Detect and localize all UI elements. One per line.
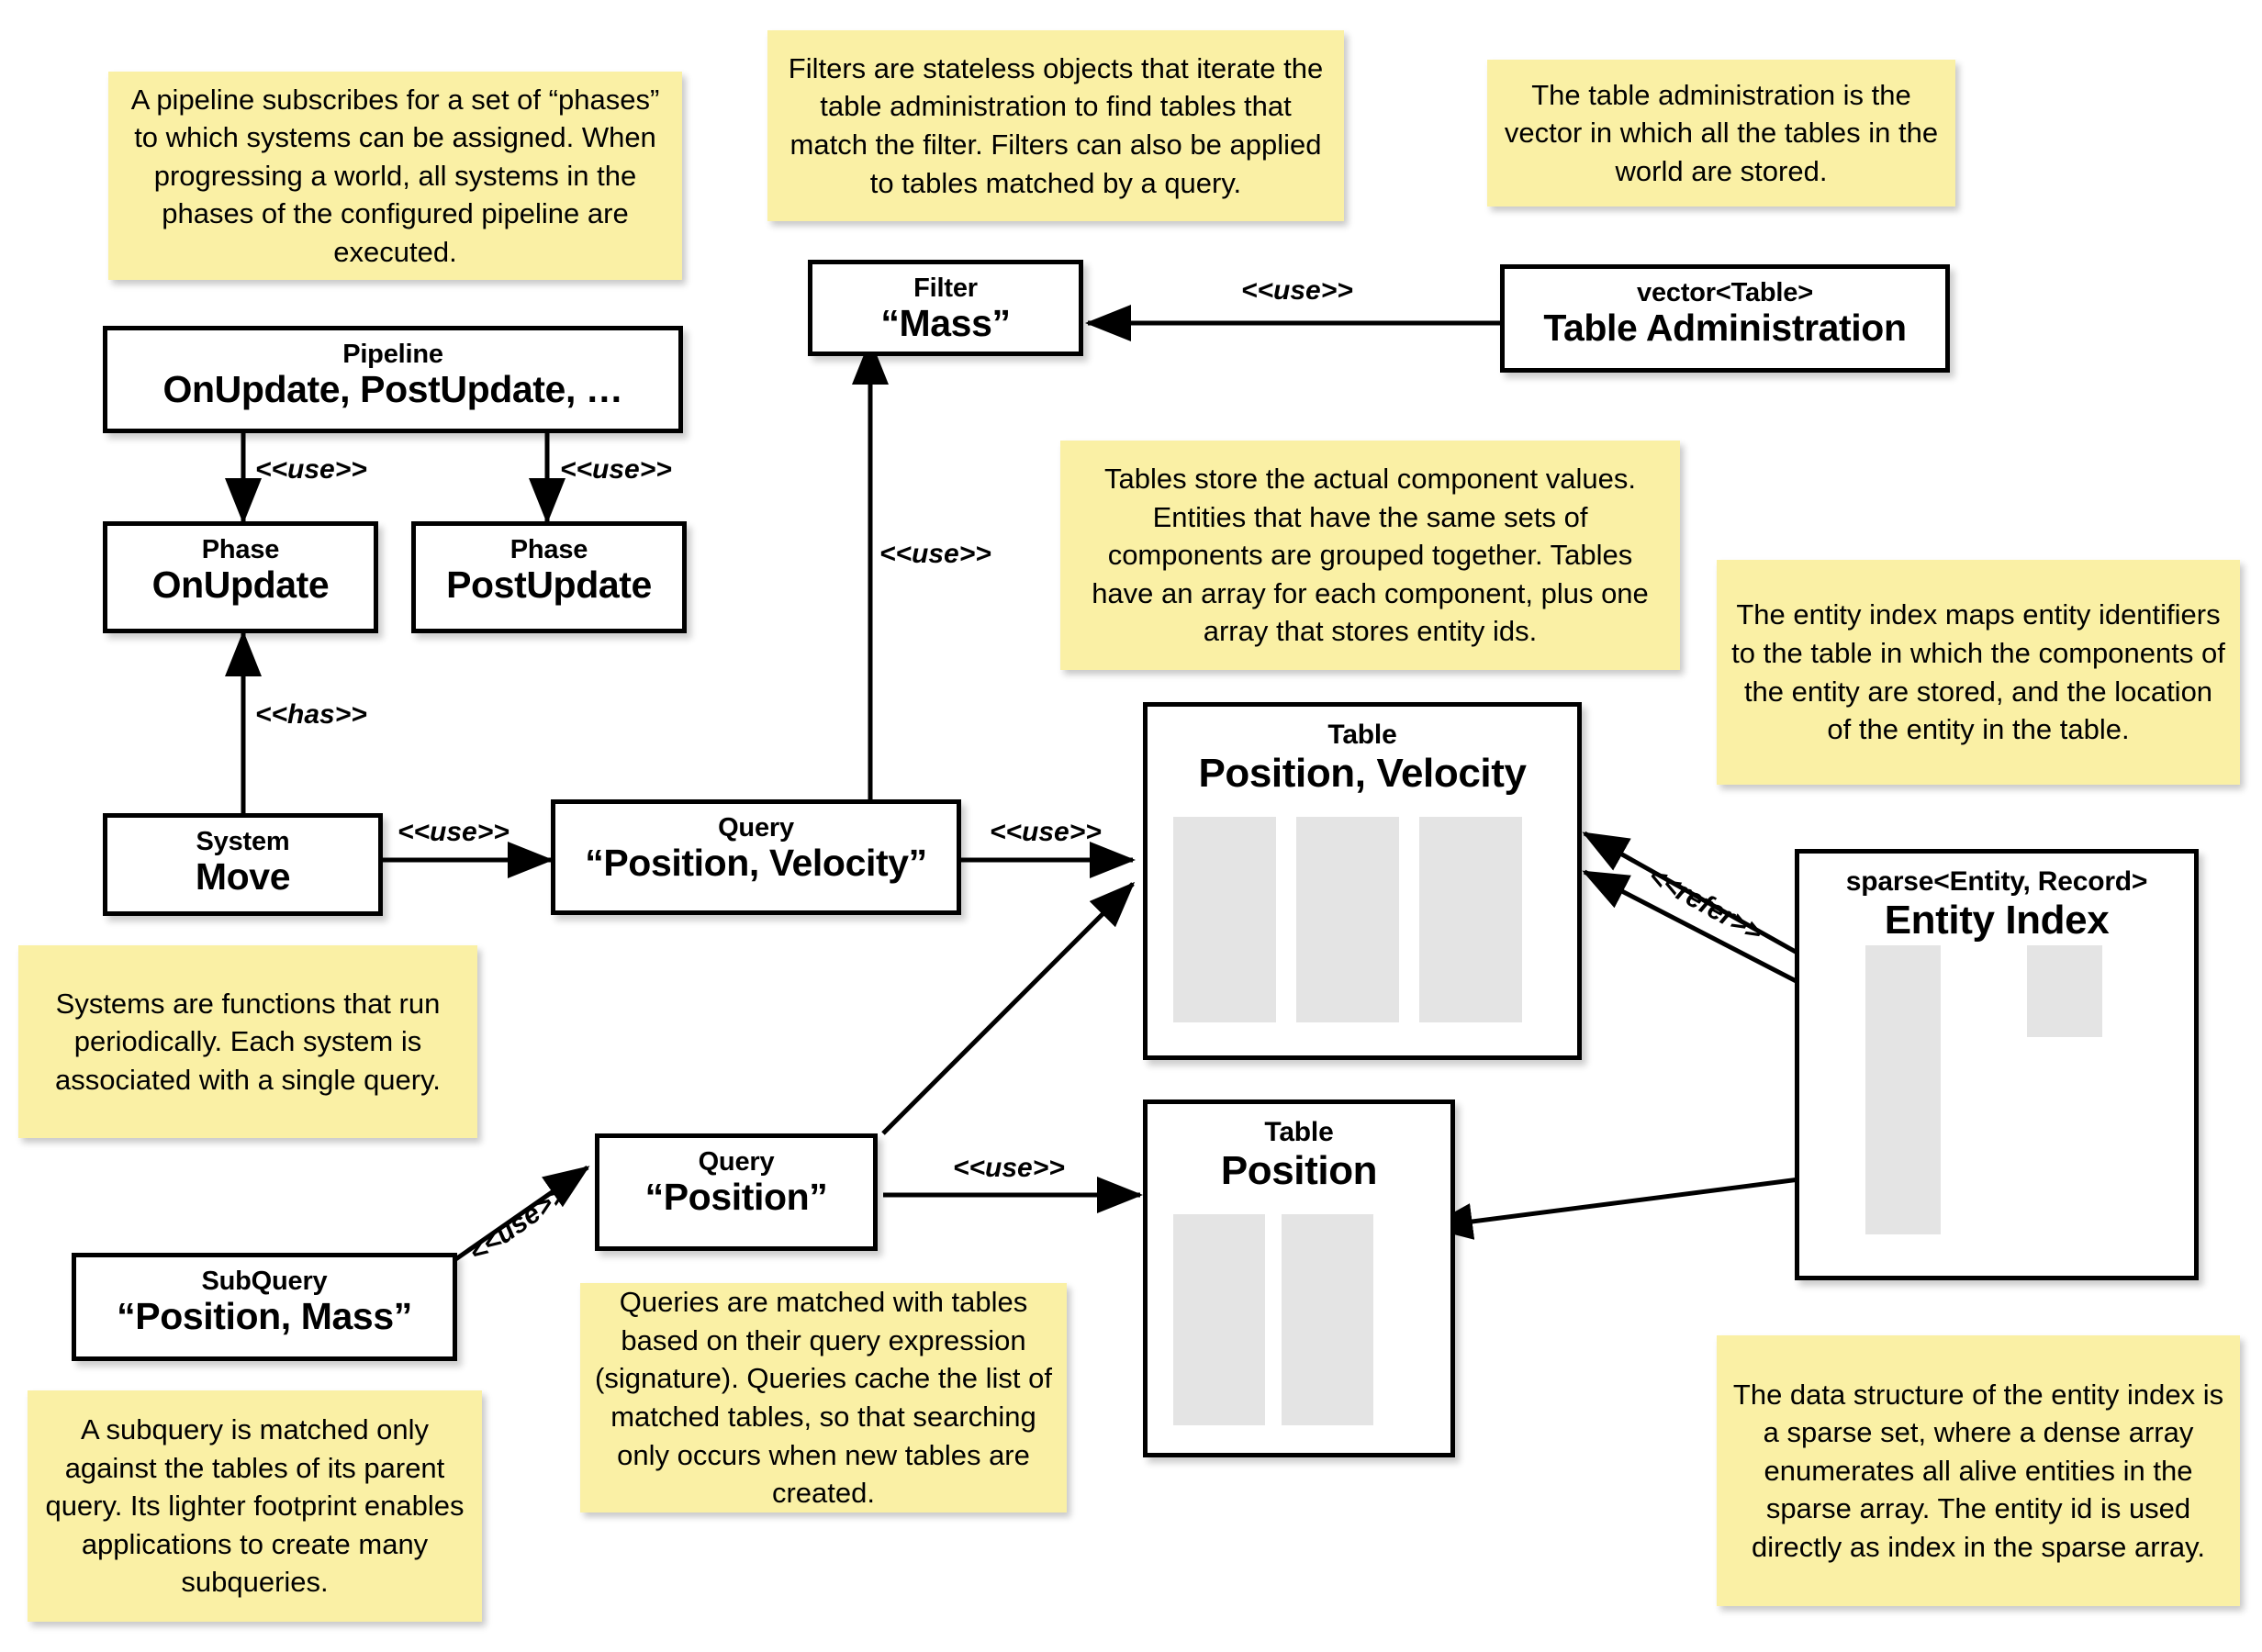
box-subquery-stereotype: SubQuery xyxy=(201,1267,328,1296)
note-systems: Systems are functions that run periodica… xyxy=(18,945,477,1138)
box-table-p-name: Position xyxy=(1220,1147,1378,1193)
box-query-p-stereotype: Query xyxy=(698,1147,775,1177)
box-table-administration[interactable]: vector<Table> Table Administration xyxy=(1500,264,1950,373)
box-pipeline-name: OnUpdate, PostUpdate, … xyxy=(162,368,623,411)
edge-label-index-tables: <<refer>> xyxy=(1643,861,1768,949)
box-filter-stereotype: Filter xyxy=(913,273,978,303)
box-table-pv-name: Position, Velocity xyxy=(1198,750,1527,796)
box-table-admin-stereotype: vector<Table> xyxy=(1637,278,1813,307)
box-query-pv-stereotype: Query xyxy=(718,813,794,843)
edge-label-system-query: <<use>> xyxy=(398,817,510,847)
note-entity-index: The entity index maps entity identifiers… xyxy=(1717,560,2240,785)
box-query-pv-name: “Position, Velocity” xyxy=(585,842,927,885)
box-query-position-velocity[interactable]: Query “Position, Velocity” xyxy=(551,799,961,915)
box-query-p-name: “Position” xyxy=(644,1176,828,1219)
box-phase-postupdate-stereotype: Phase xyxy=(510,535,588,564)
edge-label-queryp-tablep: <<use>> xyxy=(953,1153,1065,1183)
box-pipeline-stereotype: Pipeline xyxy=(342,340,443,369)
box-phase-postupdate[interactable]: Phase PostUpdate xyxy=(411,521,687,633)
box-filter-mass[interactable]: Filter “Mass” xyxy=(808,260,1083,356)
table-pv-column-0 xyxy=(1173,817,1276,1022)
note-subquery: A subquery is matched only against the t… xyxy=(28,1390,482,1622)
box-filter-name: “Mass” xyxy=(880,302,1011,345)
box-query-position[interactable]: Query “Position” xyxy=(595,1133,878,1251)
box-phase-onupdate-name: OnUpdate xyxy=(151,564,330,607)
note-table-admin: The table administration is the vector i… xyxy=(1487,60,1955,206)
edge-label-query-filter: <<use>> xyxy=(879,539,991,569)
wire-index-table-p xyxy=(1427,1177,1800,1240)
edge-label-pipeline-postupdate: <<use>> xyxy=(560,454,672,485)
box-entity-index[interactable]: sparse<Entity, Record> Entity Index xyxy=(1795,849,2199,1280)
box-table-position[interactable]: Table Position xyxy=(1143,1099,1455,1457)
edge-label-subquery-query: <<use>> xyxy=(464,1179,573,1269)
box-table-admin-name: Table Administration xyxy=(1543,307,1907,350)
box-subquery-position-mass[interactable]: SubQuery “Position, Mass” xyxy=(72,1253,457,1361)
edge-label-system-phase: <<has>> xyxy=(255,699,367,730)
note-sparse-set: The data structure of the entity index i… xyxy=(1717,1335,2240,1606)
note-pipeline: A pipeline subscribes for a set of “phas… xyxy=(108,72,682,280)
edge-label-query-table: <<use>> xyxy=(990,817,1102,847)
box-phase-postupdate-name: PostUpdate xyxy=(446,564,652,607)
edge-label-admin-filter: <<use>> xyxy=(1241,275,1353,306)
box-subquery-name: “Position, Mass” xyxy=(117,1295,412,1338)
box-phase-onupdate[interactable]: Phase OnUpdate xyxy=(103,521,378,633)
note-tables: Tables store the actual component values… xyxy=(1060,441,1680,670)
wire-queryp-table-pv xyxy=(881,881,1136,1135)
table-p-column-0 xyxy=(1173,1214,1265,1425)
box-table-position-velocity[interactable]: Table Position, Velocity xyxy=(1143,702,1582,1060)
box-system-move[interactable]: System Move xyxy=(103,813,383,916)
box-entity-index-stereotype: sparse<Entity, Record> xyxy=(1845,866,2148,897)
box-entity-index-name: Entity Index xyxy=(1884,897,2110,943)
box-table-pv-stereotype: Table xyxy=(1327,720,1397,750)
table-pv-column-2 xyxy=(1419,817,1522,1022)
table-p-column-1 xyxy=(1282,1214,1373,1425)
edge-label-pipeline-onupdate: <<use>> xyxy=(255,454,367,485)
table-pv-column-1 xyxy=(1296,817,1399,1022)
box-table-p-stereotype: Table xyxy=(1264,1117,1334,1147)
box-pipeline[interactable]: Pipeline OnUpdate, PostUpdate, … xyxy=(103,326,683,433)
entity-index-sparse-array xyxy=(1865,945,1941,1234)
note-filter: Filters are stateless objects that itera… xyxy=(767,30,1344,221)
box-system-move-name: Move xyxy=(195,855,291,899)
box-system-move-stereotype: System xyxy=(196,827,290,856)
note-queries: Queries are matched with tables based on… xyxy=(580,1283,1067,1512)
box-phase-onupdate-stereotype: Phase xyxy=(201,535,280,564)
entity-index-dense-array xyxy=(2027,945,2102,1037)
